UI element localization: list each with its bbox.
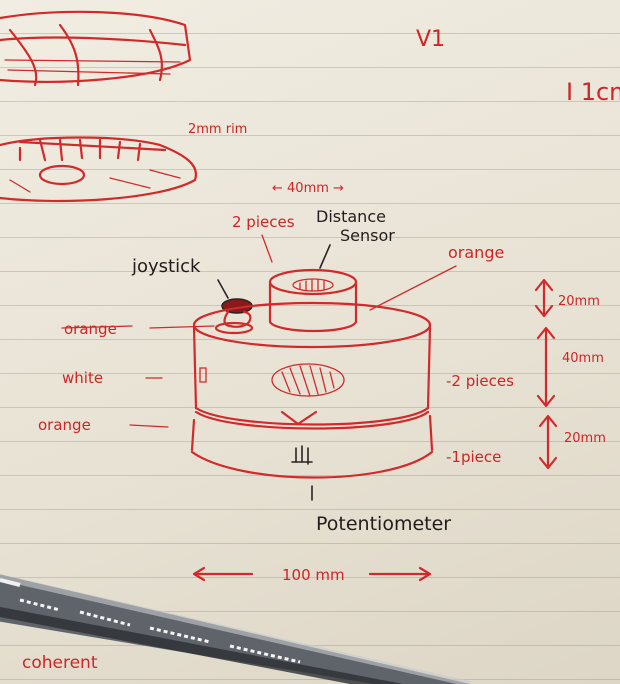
orange-bottom-pointer	[129, 424, 169, 428]
dim-40mm: 40mm	[562, 351, 604, 366]
potentiometer-label: Potentiometer	[316, 513, 451, 535]
one-piece-label: -1piece	[446, 448, 501, 466]
joystick	[214, 298, 254, 335]
distance-sensor	[268, 268, 358, 333]
orange-top-pointer	[369, 265, 457, 311]
width-label: 100 mm	[282, 566, 345, 584]
bottom-word: coherent	[22, 653, 98, 673]
sensor-label: Sensor	[340, 226, 395, 245]
white-label: white	[62, 369, 103, 387]
joystick-pointer	[217, 279, 229, 299]
pen	[0, 574, 471, 684]
vertical-dimensions	[534, 278, 558, 470]
rim-note: 2mm rim	[188, 122, 247, 137]
two-pieces-pointer	[261, 234, 273, 263]
distance-label: Distance	[316, 207, 386, 226]
upper-body	[192, 301, 432, 426]
orange-bottom-label: orange	[38, 416, 91, 434]
joystick-label: joystick	[131, 256, 201, 277]
two-pieces-middle-label: -2 pieces	[446, 372, 514, 390]
orange-struck-label: orange	[64, 320, 117, 338]
dim-20mm-top: 20mm	[558, 294, 600, 309]
orange-struck-pointer	[149, 325, 215, 329]
sensor-pointer	[319, 244, 331, 269]
two-pieces-label: 2 pieces	[232, 213, 295, 231]
earlier-sketch-middle	[0, 136, 198, 203]
width-dimension	[192, 566, 432, 582]
version-label: V1	[416, 27, 445, 52]
dim-20mm-bottom: 20mm	[564, 431, 606, 446]
earlier-sketch-top	[0, 10, 192, 87]
strike-through	[61, 325, 133, 329]
sensor-width-label: ← 40mm →	[272, 181, 344, 196]
scale-label: I 1cm	[566, 78, 620, 106]
lower-body	[190, 410, 434, 479]
orange-top-label: orange	[448, 243, 504, 262]
